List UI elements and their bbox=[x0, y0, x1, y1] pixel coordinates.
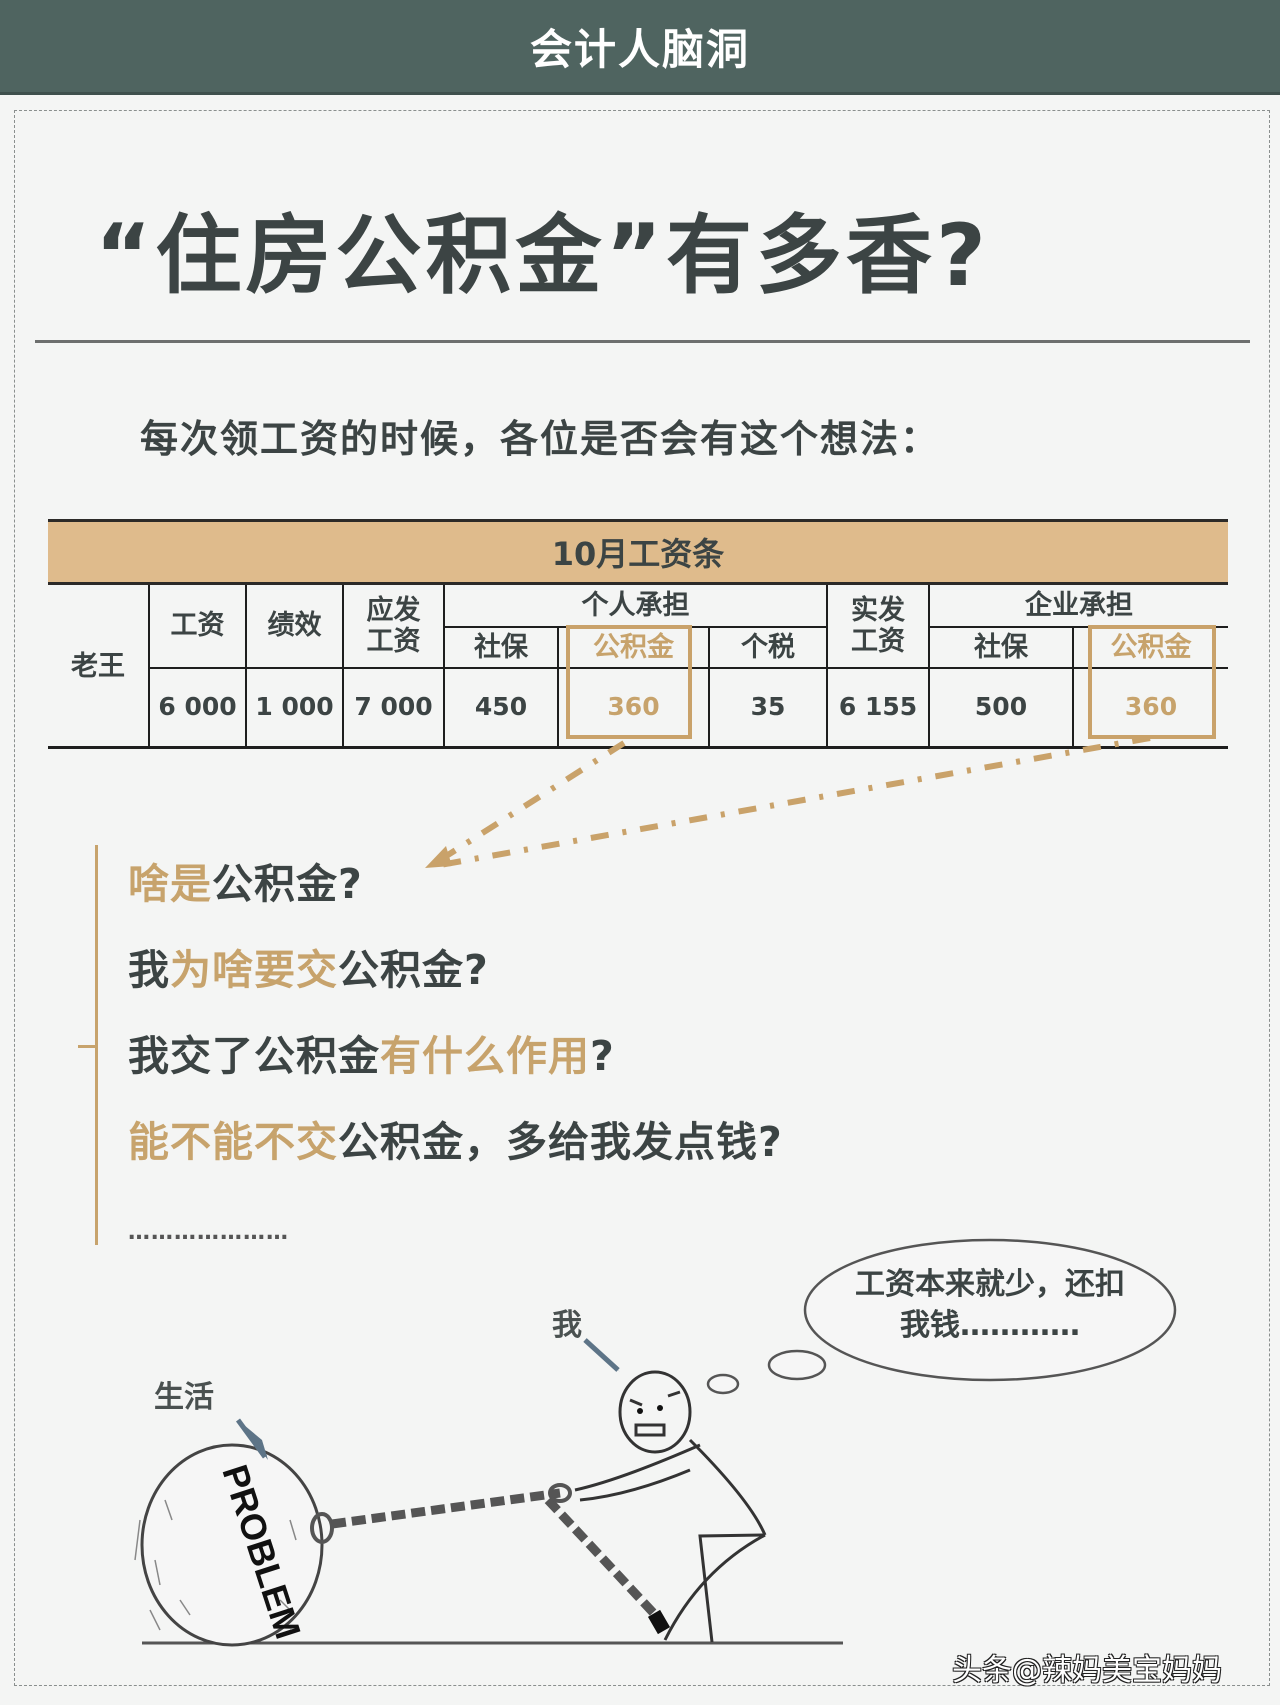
problem-ball-icon: PROBLEM bbox=[134, 1443, 324, 1647]
question-1: 啥是公积金? bbox=[128, 850, 363, 910]
question-3-highlight: 有什么作用 bbox=[380, 1032, 590, 1080]
question-2-text: 我 bbox=[128, 946, 170, 994]
thought-line-1: 工资本来就少，还扣 bbox=[855, 1267, 1125, 1302]
payslip-title-band: 10月工资条 bbox=[48, 519, 1228, 585]
header-company-group: 企业承担 bbox=[1025, 589, 1133, 621]
chain-icon bbox=[310, 1483, 664, 1624]
question-4-text: 公积金，多给我发点钱? bbox=[338, 1118, 783, 1166]
question-2-highlight: 为啥要交 bbox=[170, 946, 338, 994]
question-4-highlight: 能不能不交 bbox=[128, 1118, 338, 1166]
question-2: 我为啥要交公积金? bbox=[128, 936, 489, 996]
question-bracket-tick bbox=[78, 1045, 96, 1048]
row-divider bbox=[928, 626, 1228, 628]
question-4: 能不能不交公积金，多给我发点钱? bbox=[128, 1108, 783, 1168]
ellipsis: ………………… bbox=[128, 1220, 289, 1245]
col-divider bbox=[826, 585, 828, 748]
value-company-fund: 360 bbox=[1124, 692, 1178, 722]
dashed-arrow-lines bbox=[438, 735, 1151, 868]
value-company-social: 500 bbox=[974, 692, 1028, 722]
value-net: 6 155 bbox=[838, 692, 918, 722]
col-divider bbox=[557, 627, 559, 748]
title-divider bbox=[35, 340, 1250, 343]
question-3: 我交了公积金有什么作用? bbox=[128, 1022, 615, 1082]
question-3-text: ? bbox=[590, 1032, 615, 1080]
payslip-table: 老王 工资 绩效 应发 工资 个人承担 社保 公积金 个税 实发 工资 企业承担… bbox=[48, 585, 1228, 750]
table-bottom-border bbox=[48, 746, 1228, 749]
col-divider bbox=[928, 585, 930, 748]
highlight-personal-fund bbox=[566, 625, 692, 739]
payslip-title: 10月工资条 bbox=[551, 535, 725, 573]
col-divider bbox=[708, 627, 710, 748]
stick-figure-icon bbox=[574, 1370, 767, 1643]
value-performance: 1 000 bbox=[255, 692, 334, 722]
header-gross: 应发 工资 bbox=[366, 594, 421, 657]
thought-bubble-icon bbox=[706, 1238, 1177, 1395]
value-gross: 7 000 bbox=[354, 692, 433, 722]
arrowhead-icon bbox=[425, 846, 452, 868]
question-1-highlight: 啥是 bbox=[128, 860, 212, 908]
highlight-company-fund bbox=[1088, 625, 1216, 739]
header-company-social: 社保 bbox=[974, 631, 1028, 663]
value-personal-social: 450 bbox=[474, 692, 528, 722]
question-1-text: 公积金? bbox=[212, 860, 363, 908]
page-title: “住房公积金”有多香? bbox=[95, 206, 990, 306]
header-performance: 绩效 bbox=[267, 610, 322, 642]
header-title: 会计人脑洞 bbox=[529, 24, 750, 74]
header-net: 实发 工资 bbox=[851, 594, 905, 657]
col-divider bbox=[245, 585, 247, 748]
header-personal-social: 社保 bbox=[474, 631, 528, 663]
question-3-text: 我交了公积金 bbox=[128, 1032, 380, 1080]
question-bracket bbox=[95, 845, 98, 1245]
value-personal-tax: 35 bbox=[750, 692, 786, 722]
value-salary: 6 000 bbox=[158, 692, 237, 722]
header-bar: 会计人脑洞 bbox=[0, 0, 1280, 95]
shackle-icon bbox=[647, 1609, 671, 1635]
header-salary: 工资 bbox=[170, 610, 225, 642]
subtitle: 每次领工资的时候，各位是否会有这个想法： bbox=[140, 417, 941, 461]
col-divider bbox=[1072, 627, 1074, 748]
col-divider bbox=[148, 585, 150, 748]
thought-line-2: 我钱………… bbox=[900, 1307, 1080, 1343]
label-me: 我 bbox=[552, 1308, 582, 1343]
dashed-frame bbox=[14, 110, 1270, 1686]
question-2-text: 公积金? bbox=[338, 946, 489, 994]
col-divider bbox=[443, 585, 445, 748]
header-company-fund: 公积金 bbox=[1110, 631, 1192, 663]
header-personal-fund: 公积金 bbox=[593, 631, 674, 663]
label-life: 生活 bbox=[154, 1380, 214, 1415]
value-personal-fund: 360 bbox=[607, 692, 660, 722]
header-personal-group: 个人承担 bbox=[581, 589, 690, 621]
header-personal-tax: 个税 bbox=[741, 631, 795, 663]
thought-bubble-text: 工资本来就少，还扣 我钱………… bbox=[830, 1265, 1150, 1346]
watermark: 头条@辣妈美宝妈妈 bbox=[952, 1653, 1222, 1688]
row-label: 老王 bbox=[71, 650, 125, 682]
col-divider bbox=[342, 585, 344, 748]
